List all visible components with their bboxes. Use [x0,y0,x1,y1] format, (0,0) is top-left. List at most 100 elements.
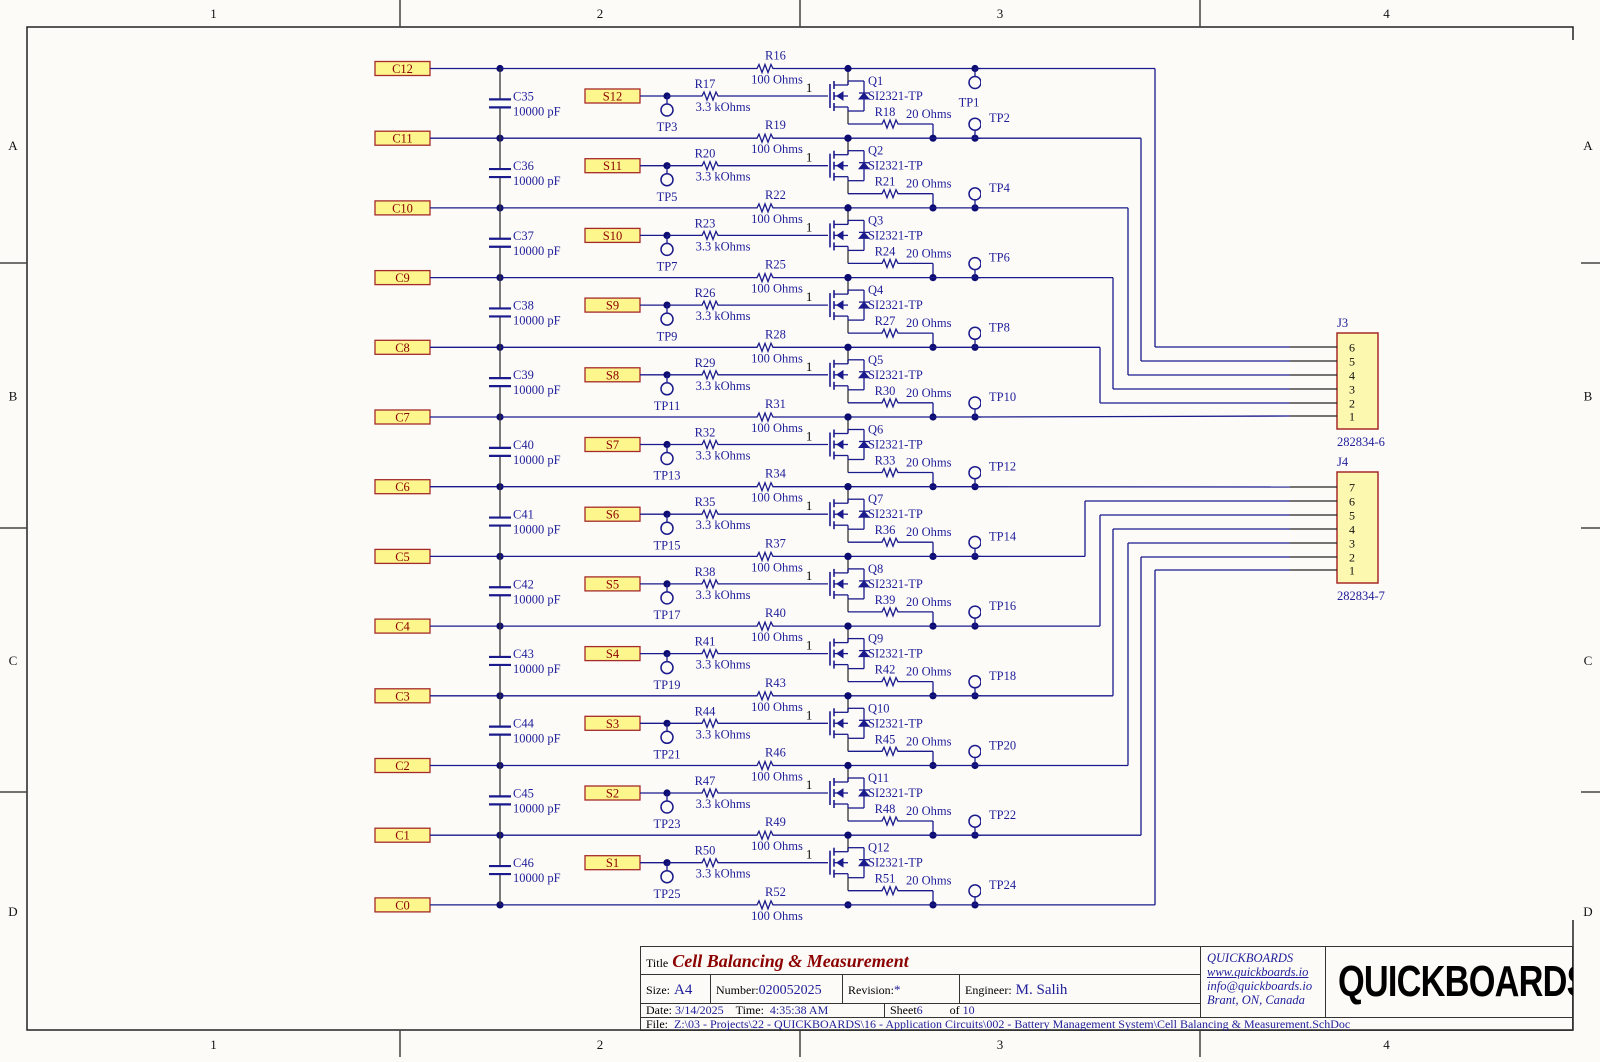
capacitor-ref: C35 [513,89,534,103]
testpoint-label: TP1 [959,96,980,110]
capacitor-value: 10000 pF [513,592,561,606]
resistor-R52 [753,901,777,909]
resistor-R25 [753,274,777,282]
resistor-R16 [753,65,777,73]
zone-row-label: C [1584,653,1593,668]
fet-part: SI2321-TP [868,507,923,521]
resistor-ref: R34 [765,467,787,481]
testpoint-label: TP25 [653,887,680,901]
resistor-R34 [753,483,777,491]
resistor-ref: R49 [765,815,786,829]
testpoint-TP13 [661,453,673,465]
switch-port-S5-label: S5 [606,577,619,591]
file-path: Z:\03 - Projects\22 - QUICKBOARDS\16 - A… [674,1017,1350,1031]
resistor-R29 [698,371,722,379]
fet-arrow [837,231,843,239]
revision-cell: Revision:* [843,975,960,1004]
switch-port-S2-label: S2 [606,787,619,801]
connector-pin-number: 5 [1349,509,1355,523]
testpoint-TP17 [661,592,673,604]
resistor-R18 [878,120,902,128]
resistor-R17 [698,92,722,100]
cell-port-C3-label: C3 [395,689,410,703]
resistor-value: 100 Ohms [751,560,803,574]
testpoint-TP15 [661,522,673,534]
connector-part: 282834-6 [1337,435,1385,449]
fet-arrow [837,371,843,379]
resistor-ref: R51 [875,872,896,886]
resistor-value: 100 Ohms [751,491,803,505]
junction-dot [844,832,851,839]
testpoint-TP10 [969,397,981,409]
resistor-value: 100 Ohms [751,700,803,714]
connector-pin-number: 5 [1349,355,1355,369]
capacitor-ref: C42 [513,577,534,591]
resistor-ref: R50 [695,844,716,858]
engineer-value: M. Salih [1016,982,1068,998]
testpoint-TP6 [969,258,981,270]
gate-pin-number: 1 [806,290,812,304]
resistor-R39 [878,608,902,616]
zone-row-label: C [9,653,18,668]
resistor-ref: R23 [695,216,716,230]
fet-ref: Q12 [868,841,890,855]
capacitor-ref: C44 [513,717,535,731]
company-website-link[interactable]: www.quickboards.io [1207,965,1319,979]
company-logo: QUICKBOARDS [1338,947,1512,1017]
testpoint-label: TP14 [989,529,1017,543]
testpoint-TP24 [969,885,981,897]
capacitor-ref: C40 [513,438,534,452]
connector-ref: J3 [1337,316,1348,330]
connector-ref: J4 [1337,455,1349,469]
gate-pin-number: 1 [806,778,812,792]
fet-ref: Q2 [868,144,883,158]
resistor-value: 20 Ohms [906,177,952,191]
capacitor-value: 10000 pF [513,453,561,467]
resistor-R49 [753,831,777,839]
gate-pin-number: 1 [806,430,812,444]
resistor-value: 20 Ohms [906,107,952,121]
logo-cell: QUICKBOARDS [1326,947,1573,1018]
resistor-ref: R36 [875,523,896,537]
company-cell: QUICKBOARDS www.quickboards.io info@quic… [1201,947,1326,1018]
resistor-R20 [698,162,722,170]
gate-pin-number: 1 [806,81,812,95]
resistor-R40 [753,622,777,630]
capacitor-ref: C37 [513,229,534,243]
connector-J3 [1337,333,1378,429]
cell-port-C1-label: C1 [395,829,410,843]
connector-J4 [1337,472,1378,583]
capacitor-ref: C46 [513,856,534,870]
fet-arrow [837,92,843,100]
resistor-ref: R16 [765,49,786,63]
testpoint-label: TP10 [989,390,1016,404]
testpoint-label: TP18 [989,669,1016,683]
resistor-value: 3.3 kOhms [696,379,751,393]
testpoint-label: TP22 [989,808,1016,822]
resistor-ref: R47 [695,774,716,788]
testpoint-TP25 [661,871,673,883]
resistor-R35 [698,510,722,518]
resistor-value: 100 Ohms [751,351,803,365]
zone-row-label: B [1584,389,1593,404]
zone-column-label: 1 [210,1037,217,1052]
resistor-ref: R22 [765,188,786,202]
cell-port-C10-label: C10 [392,201,413,215]
fet-ref: Q6 [868,423,883,437]
resistor-value: 100 Ohms [751,770,803,784]
junction-dot [844,274,851,281]
junction-dot [844,135,851,142]
connector-pin-number: 3 [1349,383,1355,397]
resistor-R19 [753,134,777,142]
testpoint-TP8 [969,327,981,339]
testpoint-label: TP23 [653,817,680,831]
capacitor-ref: C43 [513,647,534,661]
zone-row-label: B [9,389,18,404]
resistor-value: 20 Ohms [906,386,952,400]
capacitor-value: 10000 pF [513,104,561,118]
resistor-ref: R31 [765,397,786,411]
resistor-ref: R33 [875,454,896,468]
testpoint-TP4 [969,188,981,200]
testpoint-TP23 [661,801,673,813]
zone-column-label: 2 [597,1037,604,1052]
